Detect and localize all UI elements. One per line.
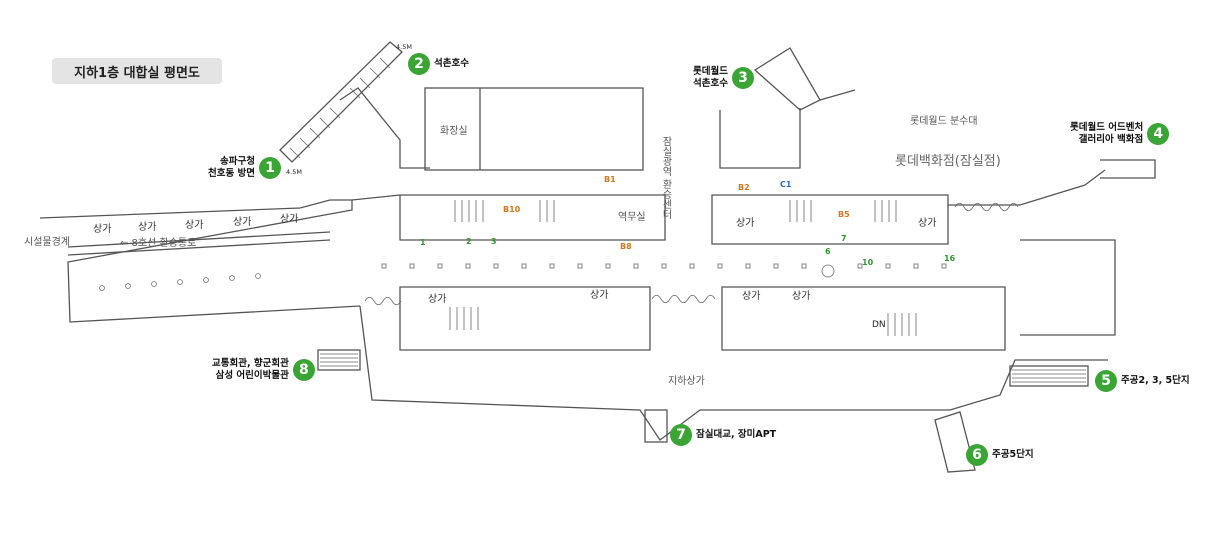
gate-1: 1 xyxy=(420,238,426,247)
exit-5-label: 주공2, 3, 5단지 xyxy=(1121,375,1190,386)
exit-4-badge: 4 xyxy=(1147,123,1170,145)
underground-mall-label: 지하상가 xyxy=(668,376,705,387)
hall-lower-right xyxy=(721,286,1006,351)
transfer-corridor xyxy=(67,231,331,256)
shop-lower-3: 상가 xyxy=(742,291,761,302)
exit-1-label: 송파구청 천호동 방면 xyxy=(208,156,256,179)
exit-7[interactable]: 7 잠실대교, 장미APT xyxy=(670,424,776,446)
exit-6-label: 주공5단지 xyxy=(992,449,1034,460)
fountain-label: 롯데월드 분수대 xyxy=(910,116,978,127)
gate-b10: B10 xyxy=(503,205,521,214)
gate-7: 7 xyxy=(841,234,847,243)
gate-2: 2 xyxy=(466,237,472,246)
shop-upper-1: 상가 xyxy=(93,224,112,235)
exit1-treads xyxy=(289,57,391,159)
down-label: DN xyxy=(872,320,886,330)
shop-upper-3: 상가 xyxy=(185,220,204,231)
gate-b8: B8 xyxy=(620,242,632,251)
gate-b1: B1 xyxy=(604,175,616,184)
height-tag-bottom: 4.5M xyxy=(286,168,302,176)
exit3-wall xyxy=(719,89,856,169)
shop-hall-right-2: 상가 xyxy=(918,218,937,229)
exit8-stair xyxy=(317,349,361,371)
exit7-stair xyxy=(644,409,668,443)
hall-right-block xyxy=(711,194,949,245)
exit8-treads xyxy=(320,353,358,367)
restroom-block xyxy=(424,87,644,171)
chain-right xyxy=(954,202,1019,212)
chain-mid xyxy=(651,294,716,304)
exit-8-badge: 8 xyxy=(292,359,315,381)
exit-3[interactable]: 롯데월드 석촌호수 3 xyxy=(693,66,754,90)
gate-b5: B5 xyxy=(838,210,850,219)
exit6-stair xyxy=(934,411,976,473)
dept-store-label: 롯데백화점(잠실점) xyxy=(895,154,1001,169)
shop-upper-4: 상가 xyxy=(233,217,252,228)
exit-6[interactable]: 6 주공5단지 xyxy=(966,444,1034,466)
height-tag-top: 4.5M xyxy=(396,43,412,51)
boundary-label: 시설물경계 xyxy=(24,237,70,248)
gate-3: 3 xyxy=(491,237,497,246)
exit-8[interactable]: 교통회관, 향군회관 삼성 어린이박물관 8 xyxy=(212,358,315,382)
hall-lower-left xyxy=(399,286,651,351)
hall-treads xyxy=(454,200,897,222)
restroom-label: 화장실 xyxy=(440,126,468,137)
gate-10: 10 xyxy=(862,258,874,267)
exit-4-label: 롯데월드 어드벤처 갤러리아 백화점 xyxy=(1070,122,1144,145)
chain-left xyxy=(364,296,402,306)
exit1-stair-rail xyxy=(279,41,403,163)
shop-hall-right-1: 상가 xyxy=(736,218,755,229)
gate-6: 6 xyxy=(825,247,831,256)
lower-treads xyxy=(449,307,917,336)
exit5-treads xyxy=(1012,369,1086,383)
hall-top-wall xyxy=(399,194,666,241)
transfer-passage-label: ⇐ 8호선 환승통로 xyxy=(120,238,197,249)
exit-7-label: 잠실대교, 장미APT xyxy=(696,429,777,440)
exit-3-label: 롯데월드 석촌호수 xyxy=(693,66,728,89)
hall-outline xyxy=(351,169,1116,336)
exit3-stair xyxy=(753,47,821,111)
gate-16: 16 xyxy=(944,254,956,263)
exit-3-badge: 3 xyxy=(731,67,754,89)
exit-7-badge: 7 xyxy=(670,424,692,446)
shop-lower-4: 상가 xyxy=(792,291,811,302)
exit-5[interactable]: 5 주공2, 3, 5단지 xyxy=(1095,370,1190,392)
shop-upper-5: 상가 xyxy=(280,214,299,225)
exit5-stair xyxy=(1009,365,1089,387)
transfer-center-label: 잠실광역 환승센터 xyxy=(660,136,671,220)
exit4-stair xyxy=(1100,159,1156,179)
shop-lower-1: 상가 xyxy=(428,294,447,305)
map-title: 지하1층 대합실 평면도 xyxy=(52,58,222,84)
exit1-wall xyxy=(339,87,430,169)
station-office-label: 역무실 xyxy=(618,212,646,223)
gate-b2: B2 xyxy=(738,183,750,192)
shop-lower-2: 상가 xyxy=(590,290,609,301)
shop-upper-2: 상가 xyxy=(138,222,157,233)
exit-1[interactable]: 송파구청 천호동 방면 1 xyxy=(208,156,282,180)
exit-2[interactable]: 2 석촌호수 xyxy=(408,53,469,75)
exit-4[interactable]: 롯데월드 어드벤처 갤러리아 백화점 4 xyxy=(1070,122,1170,146)
exit-1-badge: 1 xyxy=(259,157,282,179)
mall-corridor xyxy=(359,305,1108,441)
exit-2-badge: 2 xyxy=(408,53,430,75)
exit-5-badge: 5 xyxy=(1095,370,1117,392)
exit-6-badge: 6 xyxy=(966,444,988,466)
exit-2-label: 석촌호수 xyxy=(434,58,469,69)
concourse-wall-left xyxy=(39,199,361,323)
gate-c1: C1 xyxy=(780,180,792,189)
exit-8-label: 교통회관, 향군회관 삼성 어린이박물관 xyxy=(212,358,289,381)
